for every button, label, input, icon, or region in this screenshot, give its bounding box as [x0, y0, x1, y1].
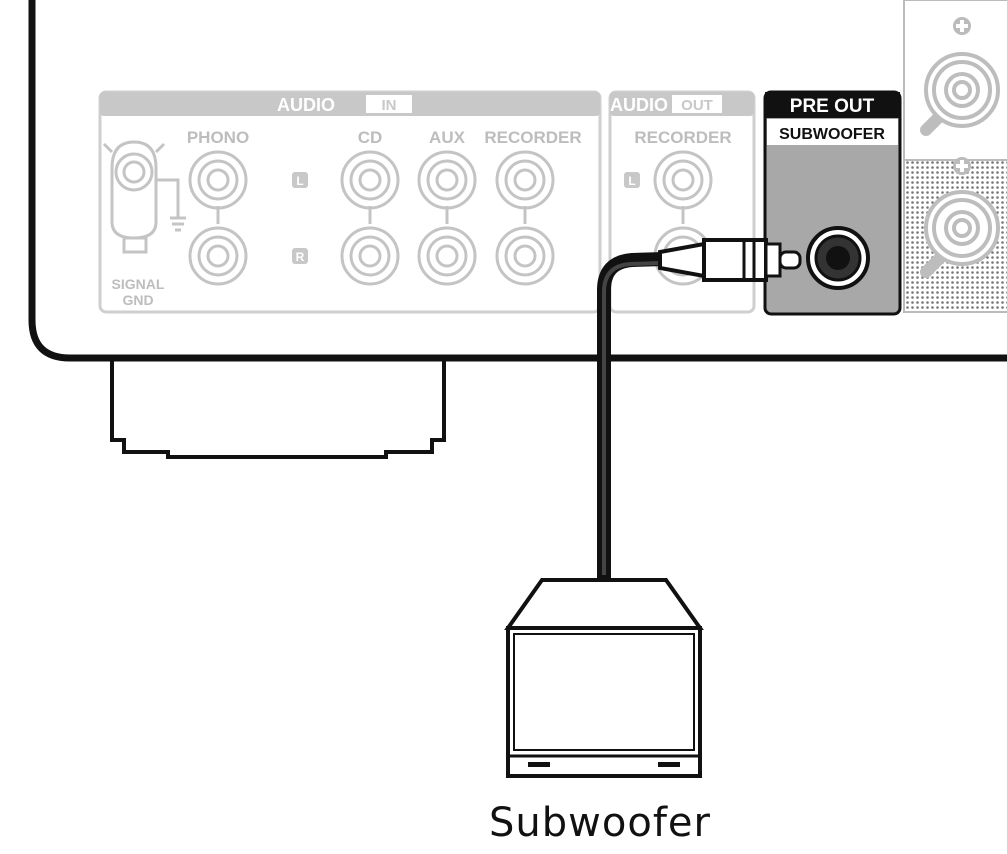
recorder-out-l-jack — [653, 150, 713, 210]
out-left-marker: L — [628, 174, 635, 188]
left-marker: L — [296, 174, 303, 188]
cd-label: CD — [358, 128, 383, 147]
audio-in-badge: IN — [382, 97, 397, 114]
signal-gnd-terminal — [102, 140, 186, 254]
aux-l-jack — [417, 150, 477, 210]
subwoofer-device — [504, 578, 704, 778]
subwoofer-port-label: SUBWOOFER — [779, 126, 885, 143]
signal-gnd-label-1: SIGNAL — [112, 276, 165, 292]
audio-out-title: AUDIO — [610, 95, 668, 115]
device-caption: Subwoofer — [489, 800, 711, 846]
cd-r-jack — [340, 226, 400, 286]
pre-out-title: PRE OUT — [790, 96, 875, 117]
recorder-in-r-jack — [495, 226, 555, 286]
rca-plug — [658, 238, 802, 282]
recorder-in-l-jack — [495, 150, 555, 210]
plus-icon — [953, 17, 971, 35]
audio-in-panel: AUDIO IN PHONO CD AUX RECORDER SIGNAL GN… — [98, 90, 602, 314]
phono-r-jack — [188, 226, 248, 286]
phono-label: PHONO — [187, 128, 249, 147]
audio-out-badge: OUT — [681, 97, 713, 114]
aux-label: AUX — [429, 128, 466, 147]
aux-r-jack — [417, 226, 477, 286]
rca-jacks-input — [188, 150, 555, 286]
right-marker: R — [296, 250, 305, 264]
audio-in-title: AUDIO — [277, 95, 335, 115]
pre-out-panel: PRE OUT SUBWOOFER — [763, 90, 902, 316]
plus-icon — [953, 157, 971, 175]
receiver-chassis — [28, 0, 1007, 362]
cd-l-jack — [340, 150, 400, 210]
subwoofer-jack — [806, 226, 870, 290]
speaker-terminal-area — [903, 0, 1007, 313]
speaker-terminal-upper — [920, 52, 1000, 136]
recorder-in-label: RECORDER — [484, 128, 581, 147]
phono-l-jack — [188, 150, 248, 210]
speaker-terminal-lower — [920, 190, 1000, 278]
receiver-foot — [110, 358, 446, 459]
recorder-out-label: RECORDER — [634, 128, 731, 147]
signal-gnd-label-2: GND — [122, 292, 153, 308]
